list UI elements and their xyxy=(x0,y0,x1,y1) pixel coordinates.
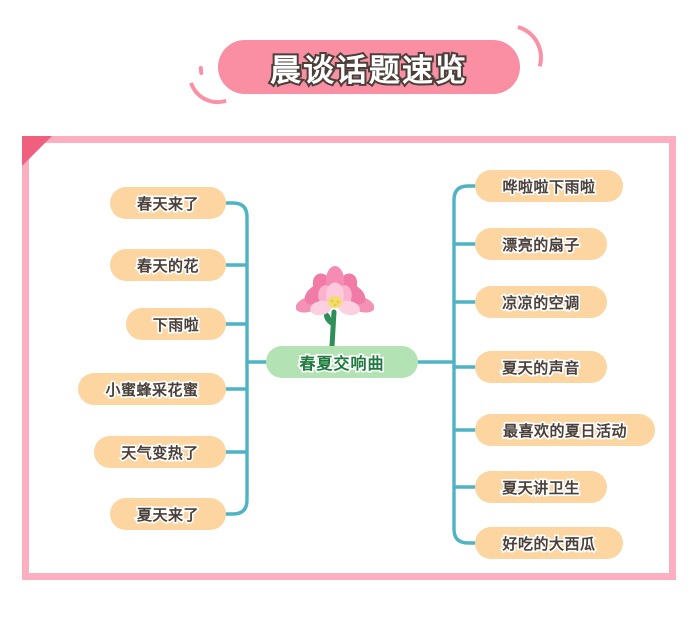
frame-corner-fold-icon xyxy=(22,136,52,166)
mindmap-left-node-2-label: 春天的花 xyxy=(135,256,200,276)
mindmap-left-node-6[interactable]: 夏天来了 xyxy=(110,498,226,530)
mindmap-center-node-label: 春夏交响曲 xyxy=(298,354,385,374)
mindmap-right-node-7[interactable]: 好吃的大西瓜 xyxy=(475,527,623,559)
mindmap-left-node-3-label: 下雨啦 xyxy=(151,315,200,335)
mindmap-left-node-3[interactable]: 下雨啦 xyxy=(126,308,226,340)
mindmap-right-node-1[interactable]: 哗啦啦下雨啦 xyxy=(475,170,623,202)
mindmap-right-node-7-label: 好吃的大西瓜 xyxy=(501,534,597,554)
mindmap-left-node-4[interactable]: 小蜜蜂采花蜜 xyxy=(78,373,226,405)
mindmap-right-node-2[interactable]: 漂亮的扇子 xyxy=(475,228,607,260)
mindmap-right-node-6-label: 夏天讲卫生 xyxy=(501,478,581,498)
mindmap-right-node-3-label: 凉凉的空调 xyxy=(501,293,581,313)
mindmap-right-node-4[interactable]: 夏天的声音 xyxy=(475,351,607,383)
mindmap-left-node-1-label: 春天来了 xyxy=(135,194,200,214)
mindmap-left-node-5[interactable]: 天气变热了 xyxy=(94,436,226,468)
lotus-flower-icon xyxy=(296,266,374,348)
mindmap-left-node-4-label: 小蜜蜂采花蜜 xyxy=(104,380,200,400)
title-banner-area: 晨谈话题速览 xyxy=(0,0,700,130)
mindmap-right-node-5[interactable]: 最喜欢的夏日活动 xyxy=(475,414,655,446)
mindmap-center-node[interactable]: 春夏交响曲 xyxy=(266,346,418,378)
page-title-banner: 晨谈话题速览 xyxy=(218,40,520,94)
mindmap-right-node-4-label: 夏天的声音 xyxy=(501,358,581,378)
decor-dash-left-icon xyxy=(198,65,204,76)
mindmap-right-node-6[interactable]: 夏天讲卫生 xyxy=(475,471,607,503)
mindmap-left-node-5-label: 天气变热了 xyxy=(120,443,200,463)
mindmap-right-node-2-label: 漂亮的扇子 xyxy=(501,235,581,255)
mindmap-left-node-2[interactable]: 春天的花 xyxy=(110,249,226,281)
mindmap-right-node-3[interactable]: 凉凉的空调 xyxy=(475,286,607,318)
mindmap-right-node-5-label: 最喜欢的夏日活动 xyxy=(501,421,628,441)
mindmap-right-node-1-label: 哗啦啦下雨啦 xyxy=(501,177,597,197)
mindmap-left-node-1[interactable]: 春天来了 xyxy=(110,187,226,219)
page-title: 晨谈话题速览 xyxy=(268,51,468,90)
mindmap-left-node-6-label: 夏天来了 xyxy=(135,505,200,525)
